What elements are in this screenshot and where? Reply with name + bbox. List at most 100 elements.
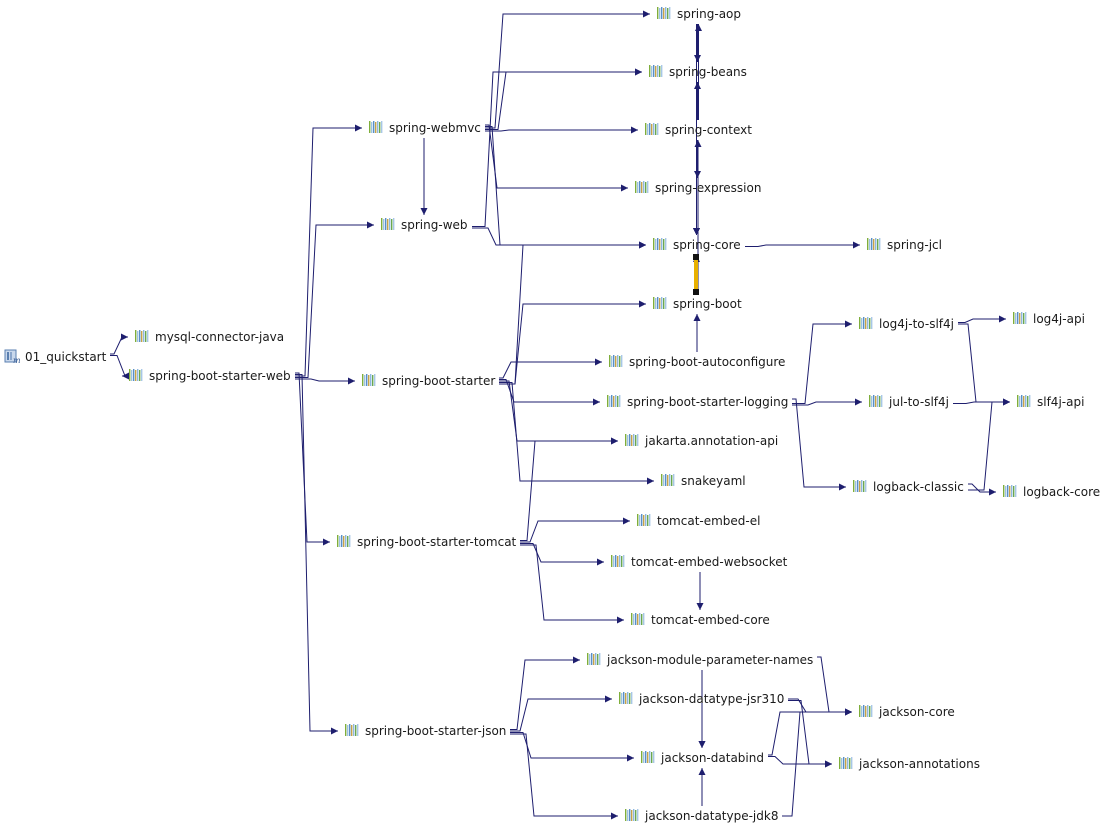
- jar-icon: [648, 64, 664, 81]
- jar-icon: [608, 354, 624, 371]
- node-sbjson[interactable]: spring-boot-starter-json: [344, 722, 506, 740]
- node-label: spring-boot-starter-logging: [627, 395, 789, 409]
- node-label: jackson-core: [879, 705, 955, 719]
- edge-logging-to-log4jslf4j: [792, 320, 852, 404]
- node-jannot[interactable]: jackson-annotations: [838, 755, 980, 773]
- jar-icon: [656, 6, 672, 23]
- edge-sbstarter-to-boot: [499, 300, 646, 385]
- jar-icon: [852, 479, 868, 496]
- edge-sbjson-to-jdatabind: [510, 732, 634, 762]
- edge-quickstart-to-sbweb: [110, 355, 129, 380]
- node-julslf4j[interactable]: jul-to-slf4j: [868, 393, 949, 411]
- node-label: spring-boot: [673, 297, 742, 311]
- node-jparams[interactable]: jackson-module-parameter-names: [586, 651, 813, 669]
- node-label: jackson-databind: [661, 751, 764, 765]
- jar-icon: [644, 122, 660, 139]
- node-label: jackson-annotations: [859, 757, 980, 771]
- node-mysql[interactable]: mysql-connector-java: [134, 328, 284, 346]
- node-jcore[interactable]: jackson-core: [858, 703, 955, 721]
- jar-icon: [380, 217, 396, 234]
- edge-sbjson-to-jparams: [510, 656, 580, 730]
- node-label: spring-webmvc: [389, 121, 481, 135]
- node-label: spring-core: [673, 238, 741, 252]
- conflict-marker: [693, 254, 699, 260]
- edge-webmvc-to-expression: [485, 124, 628, 192]
- node-boot[interactable]: spring-boot: [652, 295, 742, 313]
- edge-sbtomcat-to-tomcatws: [520, 543, 604, 566]
- jar-icon: [858, 316, 874, 333]
- node-label: spring-boot-starter: [382, 374, 496, 388]
- node-label: jakarta.annotation-api: [645, 434, 779, 448]
- node-sbtomcat[interactable]: spring-boot-starter-tomcat: [336, 533, 516, 551]
- node-slf4japi[interactable]: slf4j-api: [1016, 393, 1084, 411]
- jar-icon: [361, 373, 377, 390]
- edge-logback-to-logbackcore: [968, 483, 996, 496]
- node-label: spring-context: [665, 123, 752, 137]
- node-log4jslf4j[interactable]: log4j-to-slf4j: [858, 315, 954, 333]
- edge-sbweb-to-webmvc: [295, 124, 362, 377]
- jar-icon: [336, 534, 352, 551]
- node-log4japi[interactable]: log4j-api: [1012, 310, 1085, 328]
- node-logbackcore[interactable]: logback-core: [1002, 483, 1100, 501]
- edge-sbweb-to-sbstarter: [295, 377, 355, 385]
- node-jakarta[interactable]: jakarta.annotation-api: [624, 432, 778, 450]
- jar-icon: [640, 750, 656, 767]
- node-label: jul-to-slf4j: [889, 395, 949, 409]
- node-web[interactable]: spring-web: [380, 216, 468, 234]
- conflict-marker: [693, 289, 699, 295]
- jar-icon: [1002, 484, 1018, 501]
- node-label: spring-jcl: [887, 238, 942, 252]
- node-label: spring-beans: [669, 65, 747, 79]
- node-aop[interactable]: spring-aop: [656, 5, 741, 23]
- node-label: spring-expression: [655, 181, 762, 195]
- node-logging[interactable]: spring-boot-starter-logging: [606, 393, 788, 411]
- jar-icon: [866, 237, 882, 254]
- node-tomcatel[interactable]: tomcat-embed-el: [636, 512, 760, 530]
- node-quickstart[interactable]: m 01_quickstart: [4, 348, 106, 366]
- jar-icon: [1012, 311, 1028, 328]
- node-expression[interactable]: spring-expression: [634, 179, 761, 197]
- node-label: log4j-api: [1033, 312, 1085, 326]
- jar-icon: [344, 723, 360, 740]
- edge-sbweb-to-web: [295, 221, 374, 378]
- node-jjdk8[interactable]: jackson-datatype-jdk8: [624, 807, 778, 825]
- node-tomcatws[interactable]: tomcat-embed-websocket: [610, 553, 787, 571]
- node-tomcatcore[interactable]: tomcat-embed-core: [630, 611, 770, 629]
- node-logback[interactable]: logback-classic: [852, 478, 964, 496]
- node-jcl[interactable]: spring-jcl: [866, 236, 942, 254]
- node-context[interactable]: spring-context: [644, 121, 752, 139]
- node-webmvc[interactable]: spring-webmvc: [368, 119, 481, 137]
- node-label: slf4j-api: [1037, 395, 1085, 409]
- edge-sbstarter-to-logging: [499, 379, 600, 406]
- edge-log4jslf4j-to-log4japi: [958, 315, 1006, 323]
- edge-sbtomcat-to-jakarta: [520, 437, 618, 541]
- edge-jdatabind-to-jannot: [768, 756, 832, 768]
- edge-core-to-jcl: [745, 241, 860, 249]
- jar-icon: [134, 329, 150, 346]
- edge-logback-to-slf4japi: [968, 398, 1010, 491]
- edge-webmvc-to-context: [485, 126, 638, 134]
- edge-sbtomcat-to-tomcatcore: [520, 544, 624, 624]
- edge-jjsr310-to-jannot: [788, 700, 832, 768]
- node-autoconf[interactable]: spring-boot-autoconfigure: [608, 353, 785, 371]
- node-sbweb[interactable]: spring-boot-starter-web: [128, 367, 291, 385]
- node-label: spring-aop: [677, 7, 742, 21]
- edge-jdatabind-to-jcore: [768, 708, 852, 756]
- edge-quickstart-to-mysql: [110, 333, 128, 355]
- edge-web-to-beans: [472, 68, 642, 227]
- jar-icon: [858, 704, 874, 721]
- module-icon: m: [4, 348, 21, 367]
- edge-webmvc-to-core: [485, 126, 646, 249]
- node-beans[interactable]: spring-beans: [648, 63, 747, 81]
- edge-webmvc-to-aop: [485, 10, 650, 129]
- node-label: 01_quickstart: [25, 350, 107, 364]
- node-sbstarter[interactable]: spring-boot-starter: [361, 372, 495, 390]
- jar-icon: [624, 433, 640, 450]
- node-jdatabind[interactable]: jackson-databind: [640, 749, 764, 767]
- edge-sbstarter-to-autoconf: [499, 358, 602, 379]
- node-jjsr310[interactable]: jackson-datatype-jsr310: [618, 690, 784, 708]
- node-snakeyaml[interactable]: snakeyaml: [660, 472, 746, 490]
- node-core[interactable]: spring-core: [652, 236, 741, 254]
- edge-logging-to-logback: [792, 398, 846, 491]
